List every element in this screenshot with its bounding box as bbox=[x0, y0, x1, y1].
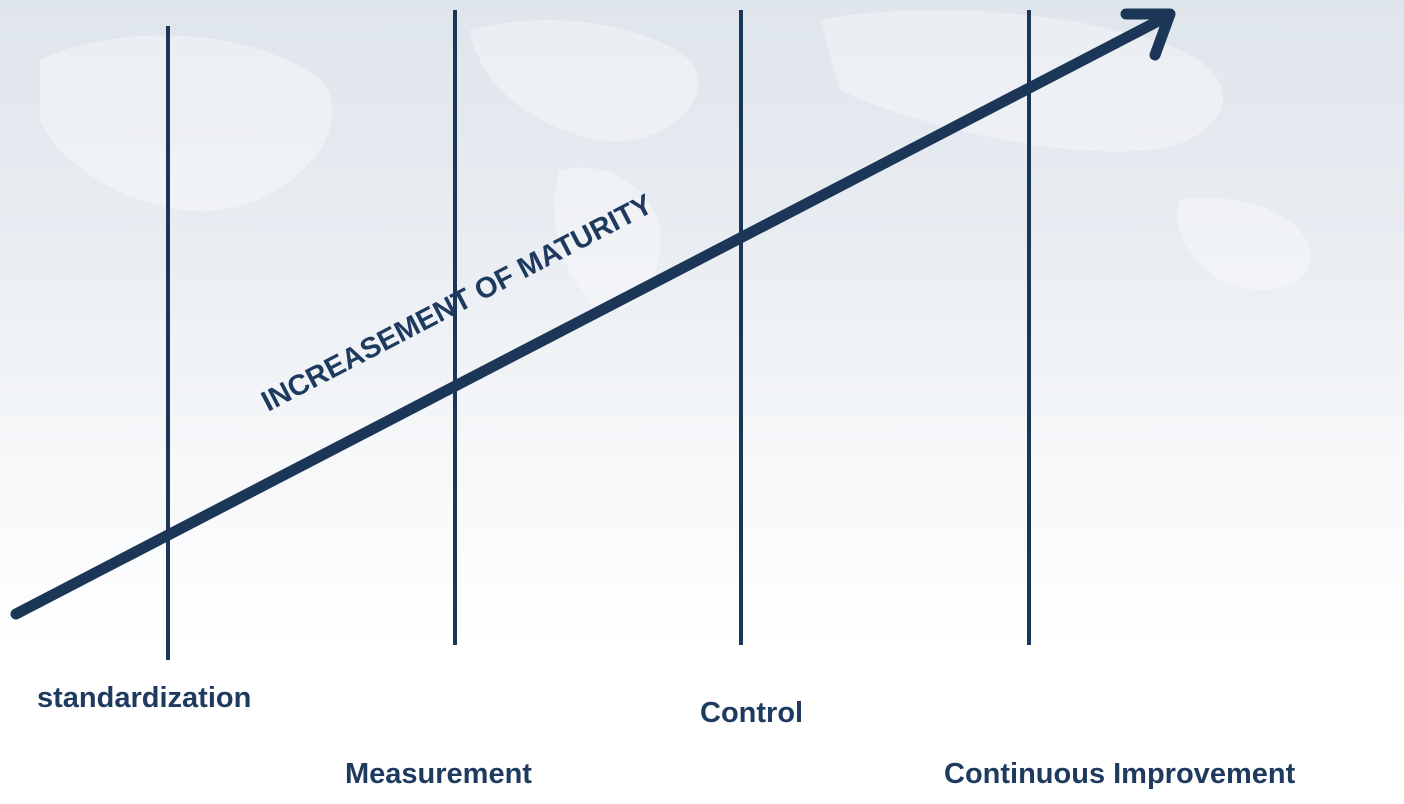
maturity-arrow bbox=[10, 8, 1176, 620]
stage-label-standardization: standardization bbox=[37, 682, 252, 714]
stage-label-measurement: Measurement bbox=[345, 758, 532, 790]
world-map-background bbox=[40, 10, 1311, 311]
stage-label-continuous-improvement: Continuous Improvement bbox=[944, 758, 1296, 790]
stage-label-control: Control bbox=[700, 697, 804, 729]
